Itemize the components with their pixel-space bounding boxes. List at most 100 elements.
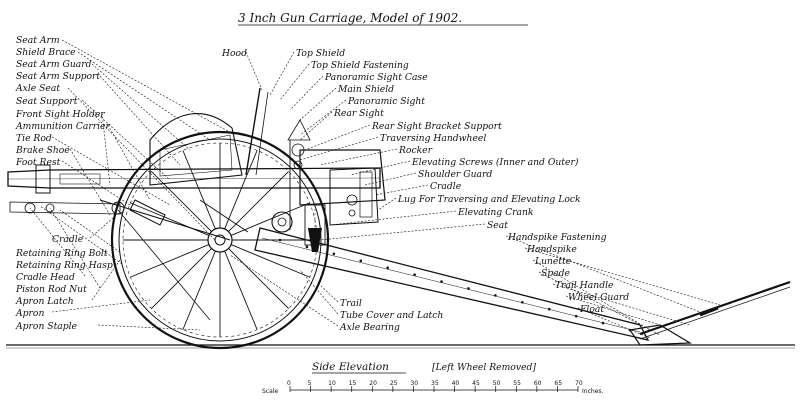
label-apron-staple: Apron Staple [15, 321, 78, 332]
label-tube-cover-and-latch: Tube Cover and Latch [340, 310, 443, 321]
scale-tick-label: 60 [534, 380, 542, 387]
label-handspike: Handspike [526, 244, 577, 255]
leader-line [51, 136, 171, 206]
shield [149, 87, 269, 186]
label-piston-rod-nut: Piston Rod Nut [15, 284, 87, 295]
label-panoramic-sight-case: Panoramic Sight Case [324, 72, 428, 83]
label-cradle-left: Cradle [52, 234, 84, 245]
labels-right: Hood Top Shield Top Shield Fastening Pan… [221, 48, 629, 315]
leader-line [61, 160, 131, 206]
wheel-spoke [151, 171, 212, 232]
carriage-drawing [7, 87, 791, 350]
trail-rivet [521, 301, 524, 304]
leader-line [99, 75, 181, 166]
leader-line [319, 148, 398, 166]
label-foot-rest: Foot Rest [15, 157, 61, 168]
label-hood: Hood [221, 48, 247, 59]
wheel-spoke [182, 250, 216, 330]
label-wheel-guard: Wheel Guard [568, 292, 629, 303]
label-rear-sight-bracket-support: Rear Sight Bracket Support [371, 121, 502, 132]
leader-line [538, 271, 661, 336]
wheel-spoke [228, 248, 289, 309]
leader-line [101, 112, 111, 186]
scale-unit: Inches. [582, 388, 603, 395]
label-panoramic-sight: Panoramic Sight [347, 96, 425, 107]
scale-tick-label: 30 [410, 380, 418, 387]
leader-line [299, 99, 347, 136]
label-seat-arm-support: Seat Arm Support [16, 71, 100, 82]
scale-tick-label: 70 [575, 380, 583, 387]
scale-tick-label: 0 [287, 380, 291, 387]
leader-line [329, 210, 457, 226]
scale-tick-label: 25 [390, 380, 398, 387]
trail [254, 227, 791, 346]
leader-line [364, 172, 417, 186]
scale-tick-label: 10 [328, 380, 336, 387]
wheel-spoke [130, 244, 210, 278]
leader-line [319, 223, 486, 241]
gun-barrel [7, 164, 381, 215]
leader-line [61, 39, 236, 136]
diagram-title: 3 Inch Gun Carriage, Model of 1902. [238, 11, 462, 25]
trail-rivet [305, 245, 309, 249]
trail-rivet [413, 273, 416, 276]
leader-line [67, 87, 216, 241]
seat [99, 199, 249, 321]
label-spade: Spade [541, 268, 571, 279]
label-ammunition-carrier: Ammunition Carrier [15, 121, 110, 132]
leader-line [49, 207, 101, 289]
label-traversing-handwheel: Traversing Handwheel [380, 133, 486, 144]
label-seat-arm: Seat Arm [16, 35, 60, 46]
label-shoulder-guard: Shoulder Guard [418, 169, 492, 180]
leader-line [349, 160, 411, 176]
label-tie-rod: Tie Rod [16, 133, 52, 144]
label-apron: Apron [15, 308, 44, 319]
label-retaining-ring-hasp: Retaining Ring Hasp [15, 260, 113, 271]
leader-line [289, 75, 324, 111]
leader-line [532, 259, 651, 331]
leader-line [91, 259, 121, 301]
trail-rivet [278, 238, 282, 242]
leader-line [77, 51, 211, 141]
elevating-mechanism [271, 204, 326, 252]
leader-line [279, 63, 310, 101]
wheel-spoke [182, 150, 216, 230]
scale-tick-label: 45 [472, 380, 480, 387]
label-top-shield-fastening: Top Shield Fastening [311, 60, 409, 71]
labels-left: Seat Arm Shield Brace Seat Arm Guard Sea… [15, 35, 110, 168]
label-main-shield: Main Shield [337, 84, 394, 95]
trail-rivet [601, 321, 605, 325]
leader-line [524, 247, 721, 306]
label-cradle-head: Cradle Head [16, 272, 75, 283]
diagram-note: [Left Wheel Removed] [432, 362, 536, 373]
scale-tick-label: 5 [308, 380, 312, 387]
scale-tick-label: 65 [554, 380, 562, 387]
scale-tick-label: 15 [349, 380, 357, 387]
leader-line [299, 87, 337, 121]
leader-line [505, 235, 701, 313]
leader-line [39, 205, 123, 265]
leader-line [377, 197, 397, 211]
label-lunette: Lunette [534, 256, 572, 267]
scale-tick-label: 35 [431, 380, 439, 387]
leader-line [374, 184, 429, 196]
leader-line [29, 207, 86, 277]
leader-line [299, 269, 339, 315]
leader-line [269, 51, 295, 96]
leader-line [299, 111, 333, 141]
label-elevating-screws: Elevating Screws (Inner and Outer) [411, 157, 579, 168]
wheel-spoke [151, 248, 212, 309]
cradle-breech [287, 119, 386, 230]
wheel-spoke [230, 244, 310, 278]
label-shield-brace: Shield Brace [16, 47, 76, 58]
label-rocker: Rocker [398, 145, 433, 156]
label-brake-shoe: Brake Shoe [15, 145, 70, 156]
labels-bottom-center: Trail Tube Cover and Latch Axle Bearing [339, 298, 443, 333]
scale-tick-label: 55 [513, 380, 521, 387]
trail-rivet [467, 287, 470, 290]
wheel-spoke [224, 150, 258, 230]
wheel [110, 130, 330, 350]
